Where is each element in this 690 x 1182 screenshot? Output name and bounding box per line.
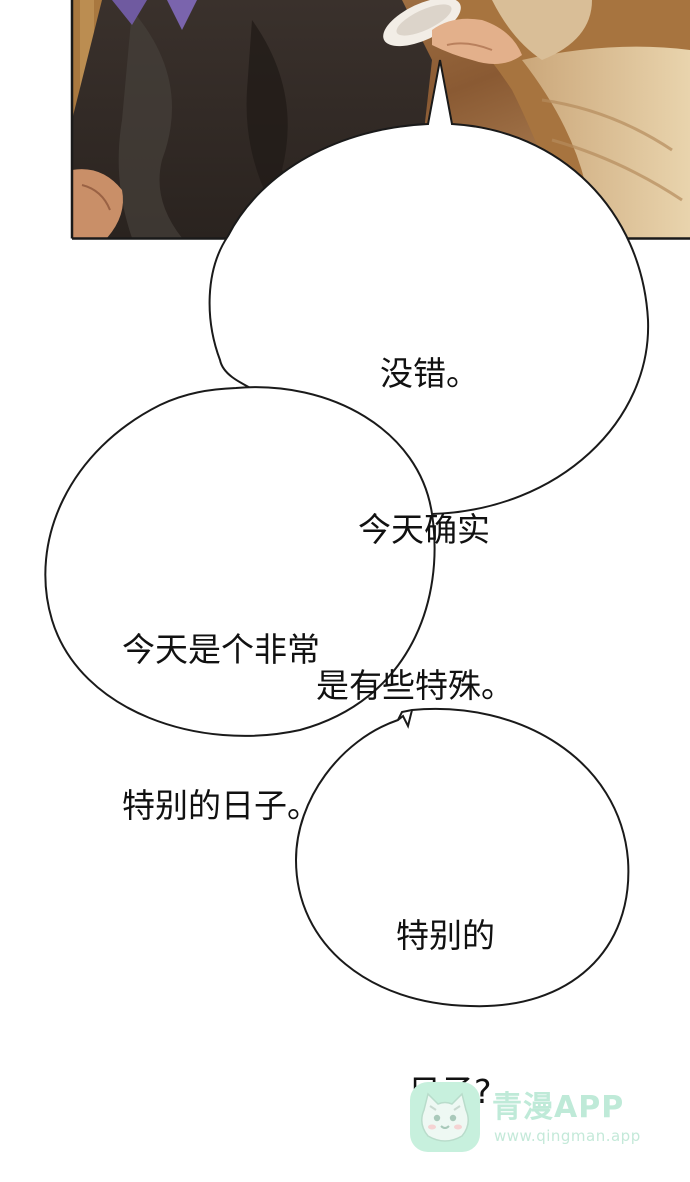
speech-bubble-2 [44, 386, 436, 737]
bubble-1-line-3: 是有些特殊。 [316, 666, 514, 705]
watermark-name: 青漫APP [492, 1090, 625, 1125]
bubble-1-line-2: 今天确实 [358, 510, 490, 549]
watermark: 青漫APP www.qingman.app [408, 1080, 658, 1154]
speech-bubble-2-text: 今天是个非常 特别的日子。 [122, 520, 320, 884]
speech-bubble-3 [294, 707, 630, 1008]
cat-mascot-icon [410, 1082, 480, 1152]
bubble-2-line-1: 今天是个非常 [122, 630, 320, 669]
speech-bubble-1-text: 没错。 今天确实 是有些特殊。 [300, 244, 545, 764]
comic-illustration-panel [72, 0, 690, 238]
bubble-2-line-2: 特别的日子。 [122, 786, 320, 825]
watermark-url: www.qingman.app [494, 1127, 641, 1145]
bubble-3-line-1: 特别的 [396, 916, 495, 955]
illustration-art [72, 0, 690, 238]
bubble-1-line-1: 没错。 [380, 354, 479, 393]
